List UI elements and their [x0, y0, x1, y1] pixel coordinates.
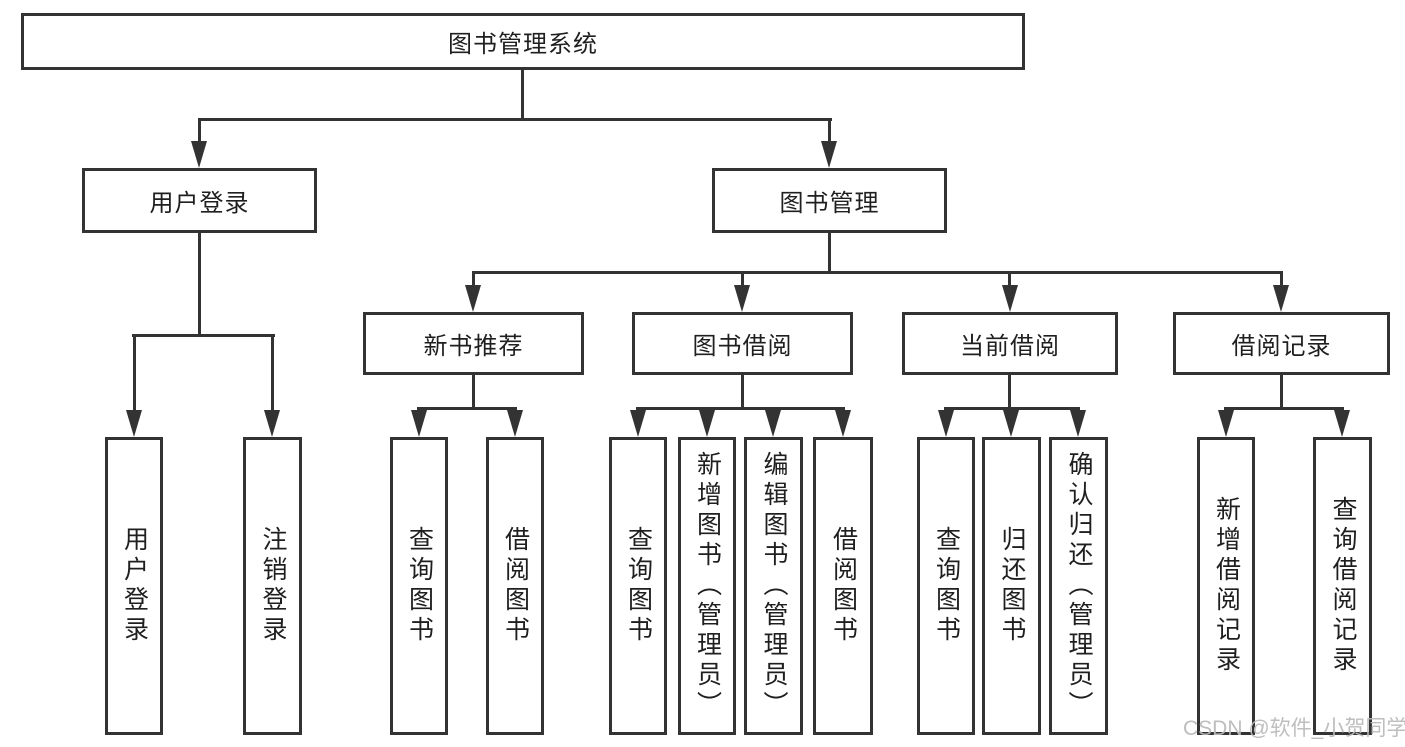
node-user-login: 用户登录: [82, 168, 317, 233]
node-label: 新增借阅记录: [1212, 496, 1241, 676]
connector-line: [198, 233, 201, 337]
node-book-borrowing: 图书借阅: [632, 312, 853, 375]
connector-line: [198, 118, 832, 121]
node-label: 归还图书: [998, 526, 1026, 646]
arrowhead-icon: [630, 410, 646, 437]
arrowhead-icon: [126, 410, 142, 437]
node-label: 查询图书: [624, 526, 653, 646]
arrowhead-icon: [1003, 410, 1019, 437]
connector-line: [1280, 375, 1283, 410]
connector-line: [828, 233, 831, 274]
node-label: 借阅图书: [501, 526, 530, 646]
connector-line: [1280, 271, 1283, 287]
arrowhead-icon: [465, 285, 481, 312]
node-query-books-borrowing: 查询图书: [609, 437, 667, 735]
csdn-watermark: CSDN @软件_小贺同学: [1183, 717, 1405, 740]
connector-line: [944, 407, 1080, 410]
arrowhead-icon: [264, 410, 280, 437]
connector-line: [741, 271, 744, 287]
connector-line: [1224, 407, 1344, 410]
connector-line: [521, 70, 524, 121]
node-borrow-books: 借阅图书: [813, 437, 873, 735]
connector-line: [472, 375, 475, 410]
connector-line: [133, 334, 136, 411]
node-label: 新书推荐: [423, 333, 524, 360]
node-library-management-system: 图书管理系统: [21, 13, 1025, 70]
arrowhead-icon: [507, 410, 523, 437]
connector-line: [132, 334, 275, 337]
node-label: 确认归还（管理员）: [1065, 451, 1093, 721]
node-label: 图书管理: [779, 190, 880, 217]
node-query-books-current: 查询图书: [917, 437, 975, 735]
node-label: 查询图书: [932, 526, 961, 646]
connector-line: [417, 407, 517, 410]
arrowhead-icon: [938, 410, 954, 437]
arrowhead-icon: [1273, 285, 1289, 312]
connector-line: [741, 375, 744, 410]
arrowhead-icon: [411, 410, 427, 437]
arrowhead-icon: [191, 141, 207, 168]
arrowhead-icon: [699, 410, 715, 437]
arrowhead-icon: [1218, 410, 1234, 437]
node-label: 编辑图书（管理员）: [760, 451, 788, 721]
arrowhead-icon: [765, 410, 781, 437]
node-label: 新增图书（管理员）: [693, 451, 722, 721]
connector-line: [1008, 271, 1011, 287]
node-logout: 注销登录: [243, 437, 302, 735]
arrowhead-icon: [734, 285, 750, 312]
arrowhead-icon: [1070, 410, 1086, 437]
node-label: 图书管理系统: [448, 31, 598, 58]
node-confirm-return-admin: 确认归还（管理员）: [1049, 437, 1108, 735]
connector-line: [472, 271, 1283, 274]
arrowhead-icon: [1334, 410, 1350, 437]
node-edit-books-admin: 编辑图书（管理员）: [744, 437, 803, 735]
node-label: 图书借阅: [692, 333, 793, 360]
node-label: 借阅图书: [829, 526, 858, 646]
arrowhead-icon: [821, 141, 837, 168]
node-add-borrow-record: 新增借阅记录: [1197, 437, 1255, 735]
node-label: 查询借阅记录: [1329, 496, 1357, 676]
node-label: 当前借阅: [960, 333, 1060, 360]
node-borrowing-records: 借阅记录: [1173, 312, 1390, 375]
node-borrow-books-recommend: 借阅图书: [486, 437, 544, 735]
connector-line: [271, 334, 274, 411]
arrowhead-icon: [1002, 285, 1018, 312]
connector-line: [472, 271, 475, 287]
node-label: 用户登录: [149, 190, 250, 217]
connector-line: [636, 407, 845, 410]
node-add-books-admin: 新增图书（管理员）: [678, 437, 736, 735]
node-query-borrow-record: 查询借阅记录: [1313, 437, 1372, 735]
node-query-books-recommend: 查询图书: [390, 437, 448, 735]
arrowhead-icon: [835, 410, 851, 437]
node-current-borrowing: 当前借阅: [902, 312, 1118, 375]
node-label: 用户登录: [120, 526, 149, 646]
node-label: 借阅记录: [1231, 333, 1332, 360]
node-book-management: 图书管理: [712, 168, 947, 233]
connector-line: [198, 118, 201, 145]
node-label: 查询图书: [405, 526, 434, 646]
connector-line: [1008, 375, 1011, 410]
node-label: 注销登录: [259, 526, 287, 646]
connector-line: [828, 118, 831, 145]
node-user-login-leaf: 用户登录: [105, 437, 163, 735]
node-new-book-recommendation: 新书推荐: [363, 312, 584, 375]
node-return-books: 归还图书: [982, 437, 1041, 735]
